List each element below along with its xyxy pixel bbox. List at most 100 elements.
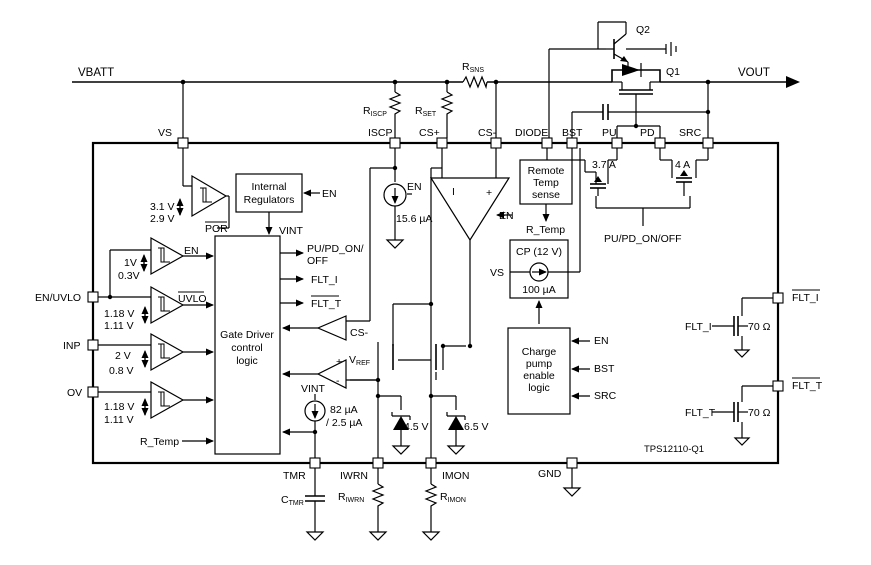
en-comparator <box>150 236 185 276</box>
tmr-source-value-1: 82 µA <box>330 404 358 416</box>
pin-cs-plus-label: CS+ <box>419 127 440 139</box>
flt-t-mosfet-icon <box>712 385 773 446</box>
en-comparator-output-label: EN <box>184 245 199 257</box>
vout-label: VOUT <box>738 67 770 79</box>
flt-i-input-label: FLT_I <box>685 321 712 333</box>
cs-amp-plus: + <box>486 187 492 199</box>
por-lo-value: 2.9 V <box>150 213 175 225</box>
device-name: TPS12110-Q1 <box>644 444 704 455</box>
pu-pd-on-off-label-1: PU/PD_ON/ <box>307 243 364 255</box>
pin-cs-plus <box>436 137 448 149</box>
pin-flt-i-label: FLT_I <box>792 292 819 304</box>
pin-pd-label: PD <box>640 127 655 139</box>
inp-lo-value: 0.8 V <box>109 365 134 377</box>
pin-pu <box>611 137 623 149</box>
remote-temp-line2: Temp <box>533 177 559 189</box>
cp-enable-line3: enable <box>523 370 555 382</box>
pd-mosfet-icon <box>671 160 697 196</box>
pin-flt-i <box>772 292 784 304</box>
pin-ov <box>87 386 99 398</box>
pin-imon-label: IMON <box>442 470 469 482</box>
pin-inp <box>87 339 99 351</box>
pin-en-uvlo <box>87 291 99 303</box>
vint-label-top: VINT <box>279 225 304 237</box>
r-temp-gd-label: R_Temp <box>140 436 179 448</box>
flt-i-res: 70 Ω <box>748 321 771 333</box>
pin-gnd-label: GND <box>538 468 562 480</box>
pin-diode-label: DIODE <box>515 127 548 139</box>
pin-bst <box>566 137 578 149</box>
flt-t-internal-label: FLT_T <box>311 298 342 310</box>
cp-enable-line1: Charge <box>522 346 557 358</box>
pu-pd-on-off-label-2: OFF <box>307 255 328 267</box>
cs-minus-comparator <box>316 315 347 341</box>
vref-comparator <box>316 359 347 389</box>
pin-vs <box>177 137 189 149</box>
pin-iwrn <box>372 457 384 469</box>
iscp-en-label: EN <box>407 181 422 193</box>
internal-reg-line1: Internal <box>251 181 286 193</box>
tmr-source-value-2: / 2.5 µA <box>326 417 362 429</box>
flt-t-res: 70 Ω <box>748 407 771 419</box>
pin-src-label: SRC <box>679 127 702 139</box>
zener-2-value: 6.5 V <box>464 421 489 433</box>
rimon-label: RIMON <box>440 491 466 504</box>
vbatt-rail <box>72 76 800 88</box>
flt-t-input-label: FLT_T <box>685 407 716 419</box>
cp-current-value: 100 µA <box>522 284 556 296</box>
cs-amplifier <box>429 177 511 242</box>
pin-diode <box>541 137 553 149</box>
gate-driver-line2: control <box>231 342 263 354</box>
rsns-label: RSNS <box>462 61 484 74</box>
vref-label: VREF <box>349 354 370 367</box>
pin-flt-t <box>772 380 784 392</box>
por-label: POR <box>205 223 228 235</box>
q2-label: Q2 <box>636 24 650 36</box>
ctmr-label: CTMR <box>281 494 304 507</box>
uvlo-comparator <box>150 285 185 325</box>
vref-plus: + <box>336 356 342 368</box>
zener-1-value: 4.5 V <box>404 421 429 433</box>
en-hi-value: 1V <box>124 257 137 269</box>
remote-temp-line3: sense <box>532 189 560 201</box>
q1-mosfet-icon <box>611 63 661 108</box>
inp-hi-value: 2 V <box>115 350 131 362</box>
pu-current-value: 3.7 A <box>592 159 616 171</box>
pin-inp-label: INP <box>63 340 81 352</box>
r-temp-label: R_Temp <box>526 224 565 236</box>
inp-comparator <box>150 332 185 372</box>
cp-label: CP (12 V) <box>516 246 562 258</box>
pin-cs-minus <box>490 137 502 149</box>
uvlo-lo-value: 1.11 V <box>104 320 134 332</box>
pu-mosfet-icon <box>584 160 609 196</box>
vref-minus: - <box>336 375 340 387</box>
cp-enable-en: EN <box>594 335 609 347</box>
pin-pu-label: PU <box>602 127 617 139</box>
remote-temp-line1: Remote <box>528 165 565 177</box>
iscp-source-value: 15.6 µA <box>396 213 432 225</box>
internal-reg-en-label: EN <box>322 188 337 200</box>
pd-current-value: 4 A <box>675 159 690 171</box>
pin-imon <box>425 457 437 469</box>
pin-vs-label: VS <box>158 127 172 139</box>
cp-enable-src: SRC <box>594 390 617 402</box>
cs-amp-minus: I <box>452 186 455 198</box>
ov-lo-value: 1.11 V <box>104 414 134 426</box>
cs-minus-comp-label: CS- <box>350 327 369 339</box>
vint-label-tmr: VINT <box>301 383 326 395</box>
q2-transistor-icon <box>548 21 677 138</box>
internal-reg-line2: Regulators <box>244 194 295 206</box>
riwrn-label: RIWRN <box>338 491 364 504</box>
ov-hi-value: 1.18 V <box>104 401 134 413</box>
por-hi-value: 3.1 V <box>150 201 175 213</box>
pin-iscp-label: ISCP <box>368 127 393 139</box>
pin-pd <box>654 137 666 149</box>
pin-cs-minus-label: CS- <box>478 127 497 139</box>
gate-driver-line3: logic <box>236 355 258 367</box>
cp-enable-block <box>507 327 571 415</box>
vout-arrow-icon <box>786 76 800 88</box>
cp-enable-line4: logic <box>528 382 550 394</box>
pin-en-uvlo-label: EN/UVLO <box>35 292 81 304</box>
pin-flt-t-label: FLT_T <box>792 380 823 392</box>
